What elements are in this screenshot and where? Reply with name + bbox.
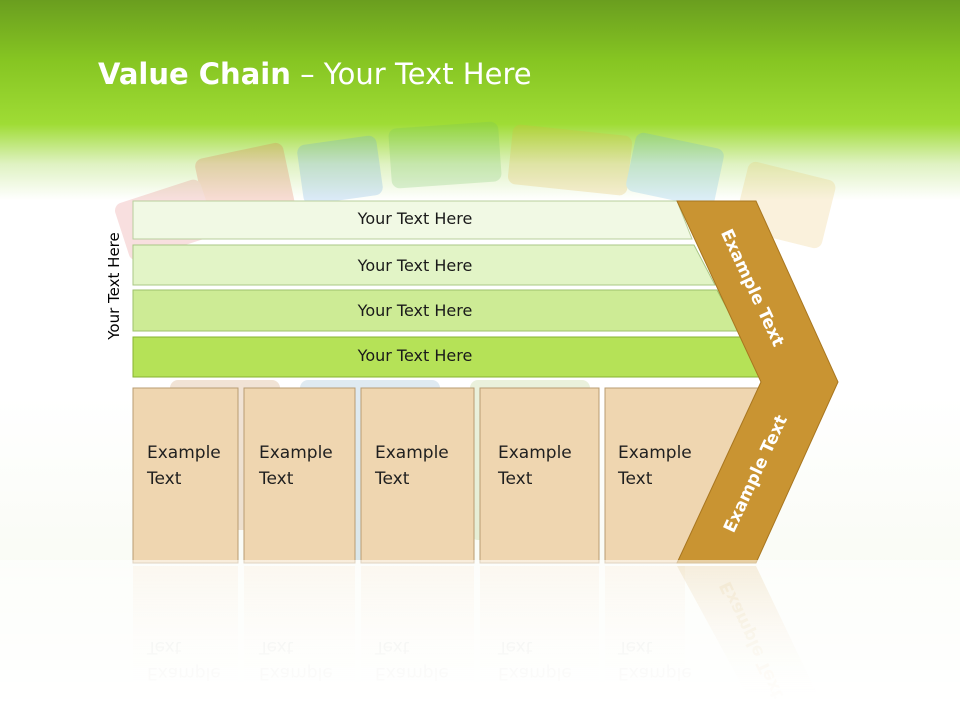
support-bar-3-label: Your Text Here xyxy=(357,301,473,320)
support-bar-1-label: Your Text Here xyxy=(357,209,473,228)
title-rest: – Your Text Here xyxy=(290,57,532,91)
activity-box-4 xyxy=(479,387,600,564)
support-bar-2 xyxy=(132,244,716,286)
activity-box-4-label: Example Text xyxy=(498,440,598,492)
activity-box-1 xyxy=(132,387,239,564)
activity-box-2-line2: Text xyxy=(259,469,294,489)
activity-box-1-line2: Text xyxy=(147,469,182,489)
page-title: Value Chain – Your Text Here xyxy=(98,52,532,96)
activity-box-3 xyxy=(360,387,475,564)
activity-box-5-label: Example Text xyxy=(618,440,718,492)
support-bar-4-label: Your Text Here xyxy=(357,346,473,365)
header-band xyxy=(0,0,960,200)
activity-box-3-line1: Example xyxy=(375,443,449,463)
bottom-fade-overlay xyxy=(0,560,960,720)
side-label-text: Your Text Here xyxy=(105,232,123,340)
support-bar-1 xyxy=(132,200,693,240)
activity-box-4-line2: Text xyxy=(498,469,533,489)
activity-box-1-label: Example Text xyxy=(147,440,247,492)
activity-box-5-line1: Example xyxy=(618,443,692,463)
activity-box-2-label: Example Text xyxy=(259,440,359,492)
activity-box-3-line2: Text xyxy=(375,469,410,489)
activity-box-3-label: Example Text xyxy=(375,440,475,492)
activity-box-1-line1: Example xyxy=(147,443,221,463)
activity-box-4-line1: Example xyxy=(498,443,572,463)
support-bar-2-label: Your Text Here xyxy=(357,256,473,275)
activity-box-5-line2: Text xyxy=(618,469,653,489)
activity-box-2-line1: Example xyxy=(259,443,333,463)
title-bold: Value Chain xyxy=(98,57,291,91)
